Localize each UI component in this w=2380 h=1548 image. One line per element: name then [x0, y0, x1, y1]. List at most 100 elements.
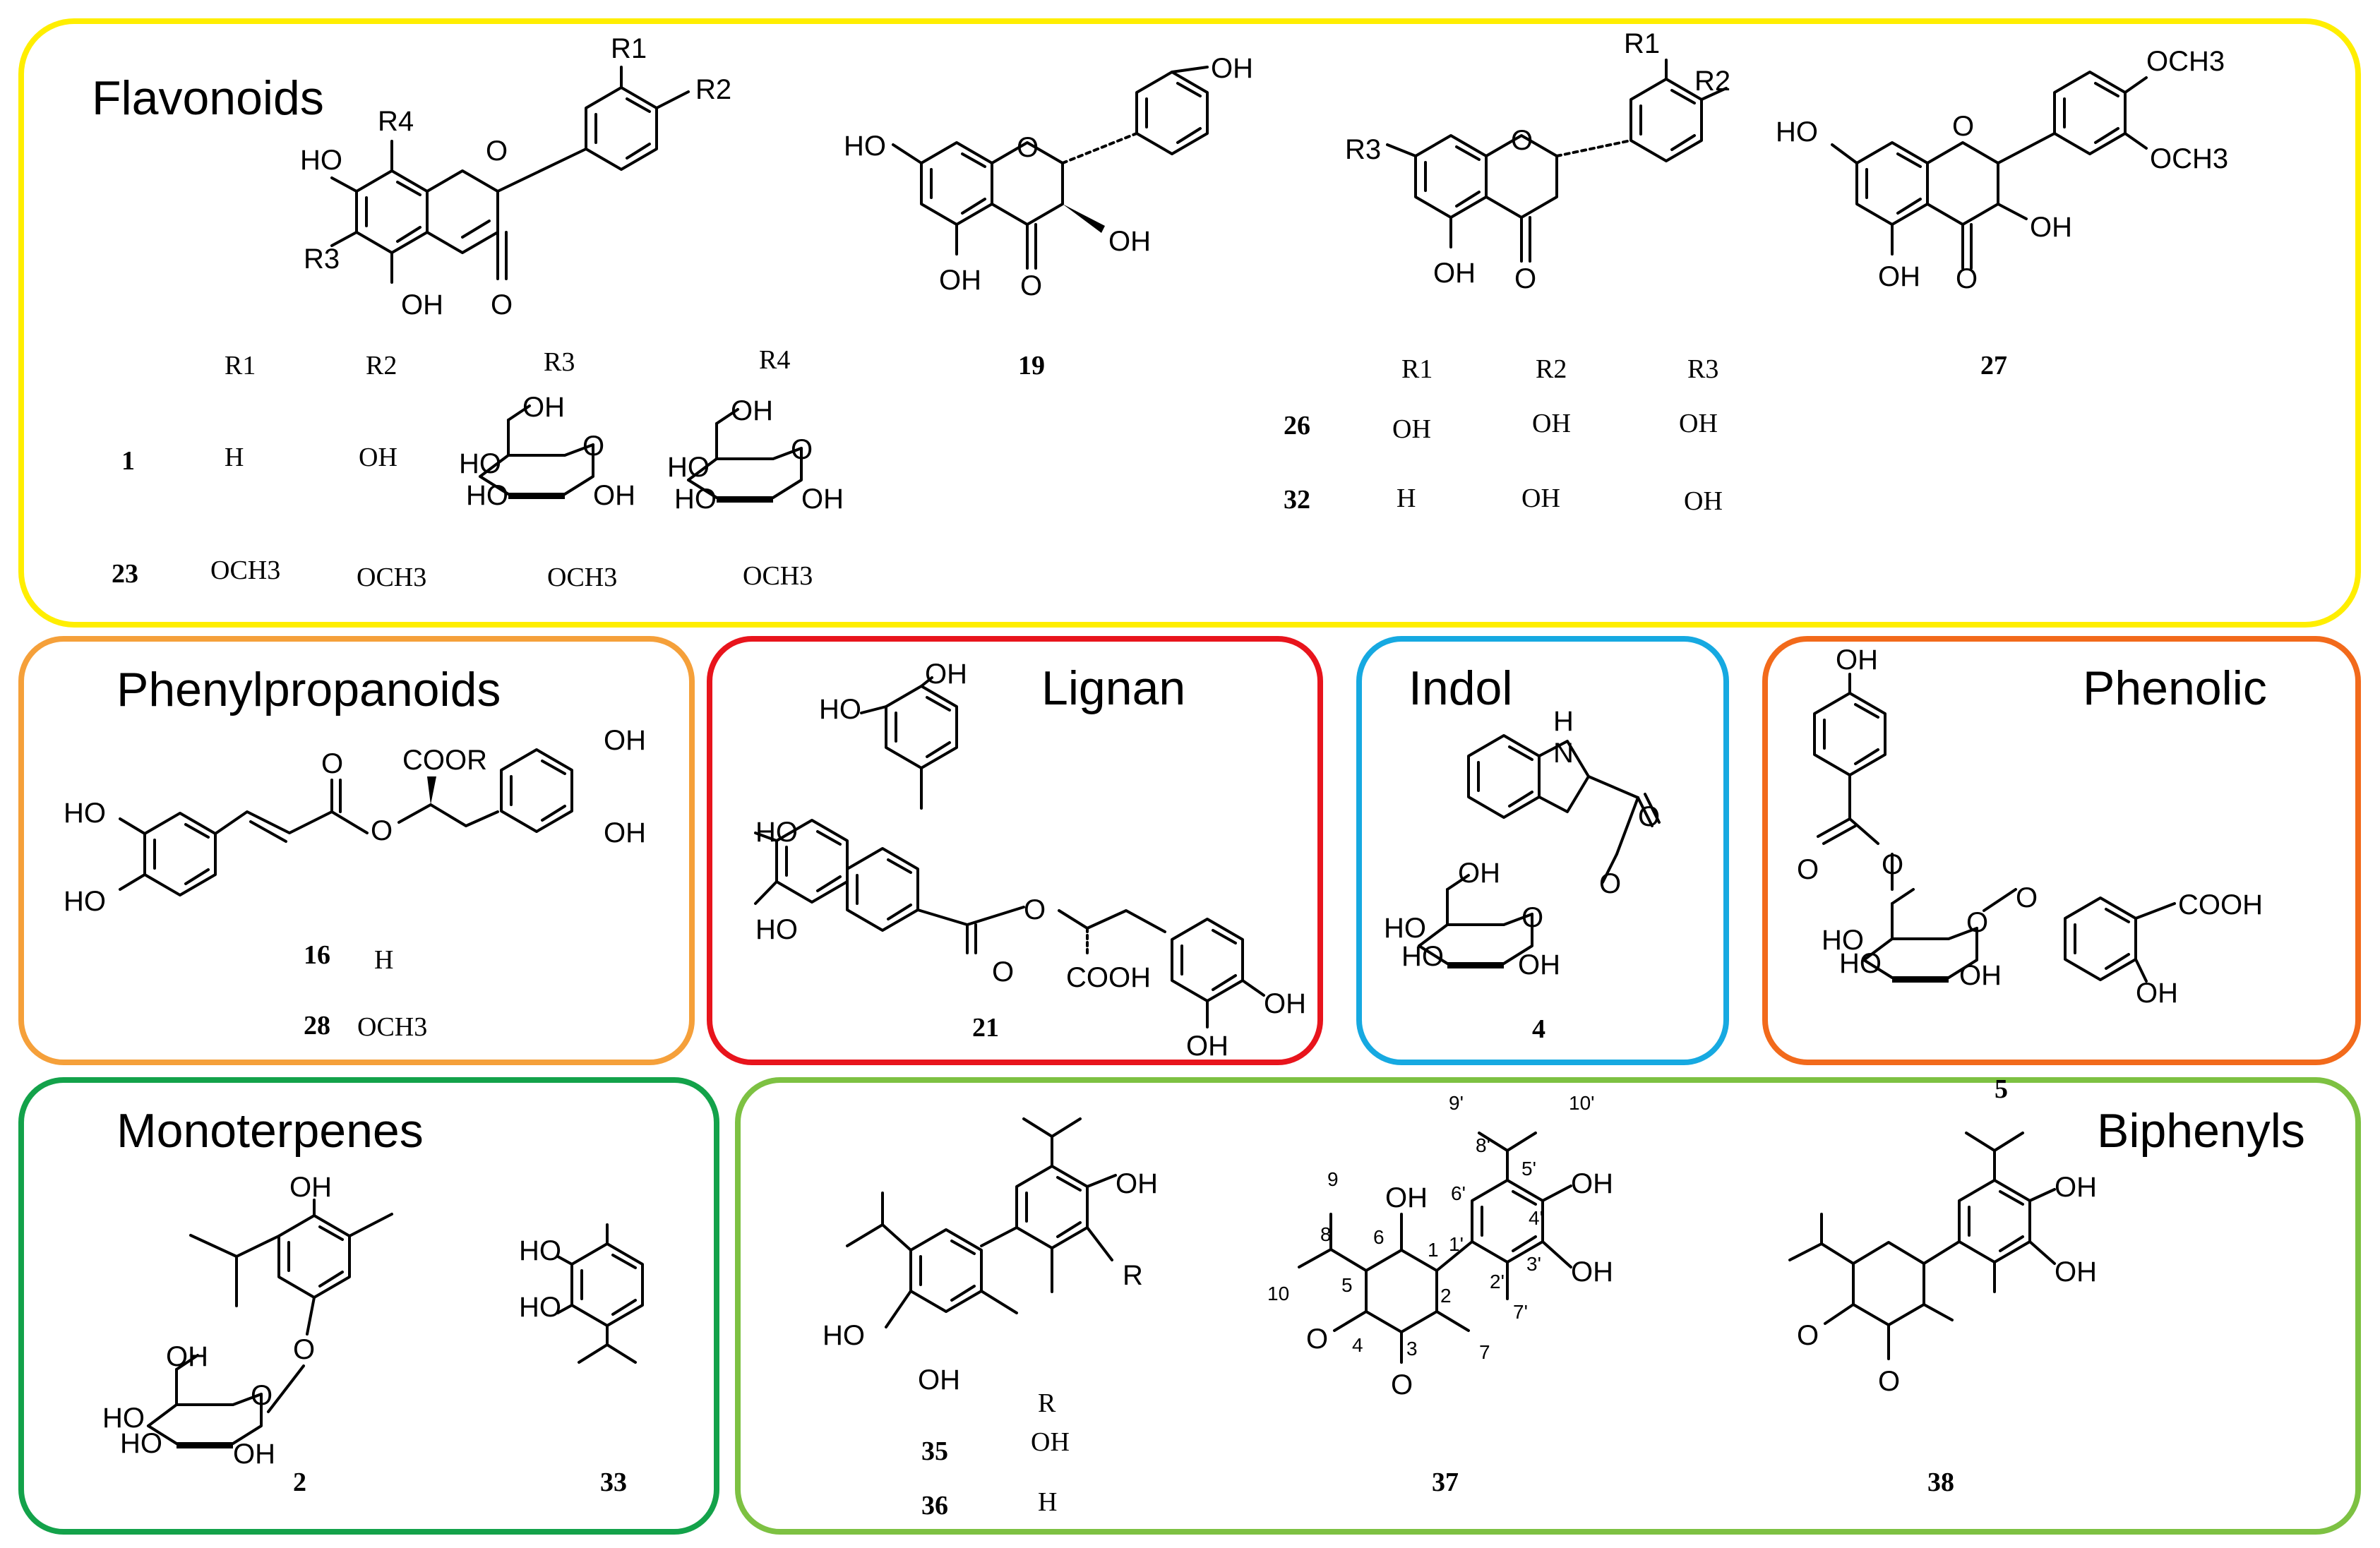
substituent-r: OH — [1031, 1427, 1070, 1457]
atom-label: R — [1123, 1260, 1143, 1291]
atom-label: HO — [64, 798, 106, 829]
atom-label: O — [1882, 849, 1903, 880]
table-cell: OH — [1684, 486, 1723, 516]
atom-label: OH — [939, 265, 981, 296]
table-cell: OH — [1392, 414, 1431, 444]
compound-id: 23 — [112, 559, 138, 589]
atom-number: 10 — [1267, 1283, 1289, 1304]
table-cell: H — [225, 443, 244, 472]
atom-label: R2 — [695, 74, 731, 105]
atom-label: HO — [1776, 116, 1818, 148]
atom-label: OH — [1211, 53, 1253, 84]
compound-id: 26 — [1284, 411, 1310, 440]
atom-label: OH — [1433, 258, 1476, 289]
compound-id: 35 — [921, 1436, 948, 1466]
table-cell: OH — [1679, 409, 1718, 438]
atom-label: O — [1952, 111, 1974, 142]
atom-label: O — [1638, 801, 1660, 832]
atom-label: O — [1024, 894, 1046, 925]
atom-number: 2' — [1490, 1271, 1505, 1292]
atom-label: OH — [1116, 1168, 1158, 1199]
atom-label: O — [1306, 1324, 1328, 1355]
atom-label: HO — [755, 914, 798, 945]
table-cell: OCH3 — [357, 563, 426, 592]
compound-33-structure — [556, 1223, 644, 1364]
atom-label: O — [1020, 270, 1042, 301]
svg-text:HO: HO — [667, 452, 710, 483]
atom-number: 4 — [1352, 1334, 1363, 1356]
atom-label: O — [1956, 263, 1978, 294]
lignan-title: Lignan — [1041, 661, 1185, 715]
atom-number: 4' — [1529, 1207, 1543, 1229]
atom-label: OH — [166, 1341, 208, 1372]
svg-text:OH: OH — [522, 392, 565, 423]
table-cell: OCH3 — [743, 561, 813, 591]
atom-label: OH — [2030, 212, 2072, 243]
atom-label: O — [321, 748, 343, 779]
atom-label: HO — [819, 694, 861, 725]
phenylpropanoid-structure — [119, 748, 573, 896]
svg-text:HO: HO — [674, 484, 717, 515]
flavanone-scaffold-structure — [1386, 59, 1728, 263]
atom-label: H — [1553, 706, 1574, 737]
glucose-icon: OH HO HO O OH — [667, 395, 844, 515]
biphenyls-panel — [735, 1077, 2361, 1535]
atom-label: OH — [233, 1439, 275, 1470]
monoterpenes-panel — [18, 1077, 719, 1535]
atom-label: OH — [1186, 1031, 1228, 1062]
compound-2-structure — [189, 1199, 393, 1413]
atom-label: HO — [755, 817, 798, 848]
atom-number: 6' — [1451, 1182, 1466, 1204]
atom-label: OH — [401, 289, 443, 320]
atom-label: O — [1514, 263, 1536, 294]
lignan-panel — [707, 636, 1323, 1065]
atom-label: HO — [823, 1320, 865, 1351]
substituent-r: OCH3 — [357, 1012, 427, 1042]
atom-label: OH — [604, 817, 646, 848]
table-header: R4 — [759, 345, 790, 375]
compound-id: 1 — [121, 446, 135, 476]
atom-label: HO — [300, 145, 342, 176]
compound-id: 19 — [1018, 351, 1045, 380]
compound-38-structure — [1788, 1132, 2056, 1360]
table-cell: OH — [359, 443, 397, 472]
atom-label: O — [1391, 1369, 1413, 1400]
compound-id: 38 — [1927, 1468, 1954, 1497]
atom-label: HO — [64, 886, 106, 917]
atom-label: HO — [1384, 913, 1426, 944]
atom-label: OH — [1518, 949, 1560, 980]
glucose-icon: OH HO HO O OH — [459, 392, 635, 511]
atom-number: 2 — [1440, 1285, 1452, 1307]
atom-label: R3 — [304, 244, 340, 275]
atom-label: OH — [2136, 978, 2178, 1009]
flavonoids-title: Flavonoids — [92, 71, 324, 125]
atom-label: O — [1599, 868, 1621, 899]
atom-label: OH — [289, 1172, 332, 1203]
table-header: R2 — [366, 351, 397, 380]
svg-text:HO: HO — [466, 480, 508, 511]
atom-label: OH — [604, 725, 646, 756]
atom-label: HO — [1839, 948, 1882, 979]
atom-label: OH — [1385, 1182, 1428, 1213]
table-header: R1 — [225, 351, 256, 380]
atom-number: 6 — [1373, 1226, 1385, 1248]
substituent-r: H — [1038, 1487, 1057, 1517]
phenolic-title: Phenolic — [2083, 661, 2267, 715]
atom-number: 1 — [1428, 1239, 1439, 1261]
atom-label: R3 — [1345, 134, 1381, 165]
phenylpropanoids-panel — [18, 636, 695, 1065]
atom-label: R4 — [378, 106, 414, 137]
table-header: R3 — [1687, 354, 1718, 384]
atom-label: HO — [1822, 925, 1864, 956]
atom-label: OH — [2055, 1172, 2097, 1203]
table-cell: OCH3 — [210, 556, 280, 585]
atom-number: 5 — [1341, 1274, 1353, 1296]
atom-label: HO — [519, 1235, 561, 1266]
compound-id: 32 — [1284, 485, 1310, 515]
compound-id: 27 — [1980, 351, 2007, 380]
indol-title: Indol — [1409, 661, 1512, 715]
atom-label: O — [1797, 854, 1819, 885]
indole-structure — [1467, 734, 1661, 884]
atom-label: COOR — [402, 745, 487, 776]
atom-label: O — [1511, 125, 1533, 156]
